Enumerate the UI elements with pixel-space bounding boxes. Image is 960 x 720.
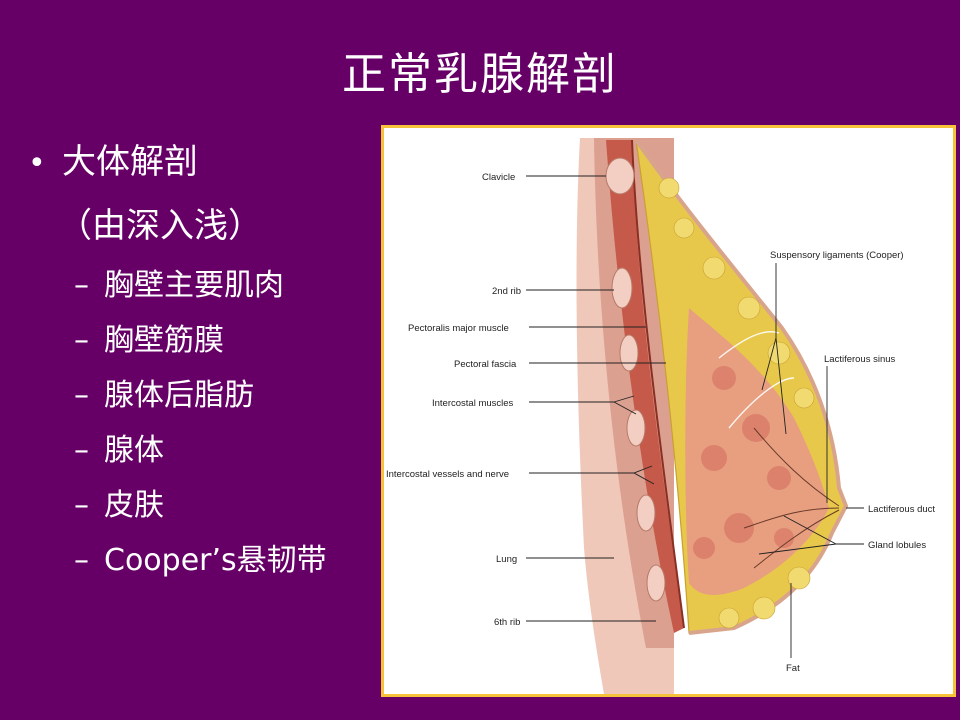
- cooper-ligaments: [718, 331, 795, 429]
- list-item: –腺体: [28, 423, 378, 478]
- label-pectoralis-major: Pectoralis major muscle: [408, 323, 509, 334]
- label-gland-lobules: Gland lobules: [868, 540, 926, 551]
- slide-title: 正常乳腺解剖: [342, 49, 618, 100]
- fat-lobules: [658, 177, 815, 629]
- label-lactiferous-duct: Lactiferous duct: [868, 504, 935, 515]
- dash-symbol: –: [74, 378, 89, 413]
- label-fat: Fat: [786, 663, 800, 674]
- gland-lobules: [693, 366, 794, 559]
- label-pectoral-fascia: Pectoral fascia: [454, 359, 517, 370]
- bullet-item: • 大体解剖: [28, 140, 378, 186]
- bullet-text: 大体解剖: [62, 142, 198, 182]
- label-2nd-rib: 2nd rib: [492, 286, 521, 297]
- list-item-text: 腺体: [104, 433, 164, 468]
- label-intercostal-vessels: Intercostal vessels and nerve: [386, 469, 509, 480]
- label-intercostal-muscles: Intercostal muscles: [432, 398, 514, 409]
- bullet-symbol: •: [28, 146, 46, 181]
- label-lung: Lung: [496, 554, 517, 565]
- lactiferous-ducts: [743, 427, 840, 569]
- bullet-subtitle: （由深入浅）: [58, 206, 262, 246]
- label-clavicle: Clavicle: [482, 172, 515, 183]
- breast-anatomy-figure: Clavicle 2nd rib Pectoralis major muscle…: [381, 125, 956, 697]
- ribs: [605, 157, 666, 602]
- list-item-text: 胸壁筋膜: [104, 323, 224, 358]
- dash-symbol: –: [74, 323, 89, 358]
- outline: •大体解剖 （由深入浅） –胸壁主要肌肉 –胸壁筋膜 –腺体后脂肪 –腺体 –皮…: [28, 140, 378, 588]
- dash-symbol: –: [74, 488, 89, 523]
- dash-symbol: –: [74, 543, 89, 578]
- pectoralis-muscle: [606, 140, 684, 633]
- list-item-text: 腺体后脂肪: [104, 378, 254, 413]
- anatomy-illustration: Clavicle 2nd rib Pectoralis major muscle…: [386, 138, 935, 694]
- leader-lines: [526, 175, 864, 658]
- list-item: –腺体后脂肪: [28, 368, 378, 423]
- list-item: –皮肤: [28, 478, 378, 533]
- list-item-text: 皮肤: [104, 488, 164, 523]
- list-item-text: Cooper’s悬韧带: [104, 543, 327, 578]
- label-suspensory-ligaments: Suspensory ligaments (Cooper): [770, 250, 904, 261]
- list-item: –胸壁筋膜: [28, 313, 378, 368]
- pectoral-fascia: [631, 139, 685, 629]
- list-item: –Cooper’s悬韧带: [28, 533, 378, 588]
- dash-symbol: –: [74, 433, 89, 468]
- dash-symbol: –: [74, 268, 89, 303]
- list-item: –胸壁主要肌肉: [28, 258, 378, 313]
- label-lactiferous-sinus: Lactiferous sinus: [824, 354, 896, 365]
- label-6th-rib: 6th rib: [494, 617, 520, 628]
- list-item-text: 胸壁主要肌肉: [104, 268, 284, 303]
- sub-list: –胸壁主要肌肉 –胸壁筋膜 –腺体后脂肪 –腺体 –皮肤 –Cooper’s悬韧…: [28, 258, 378, 588]
